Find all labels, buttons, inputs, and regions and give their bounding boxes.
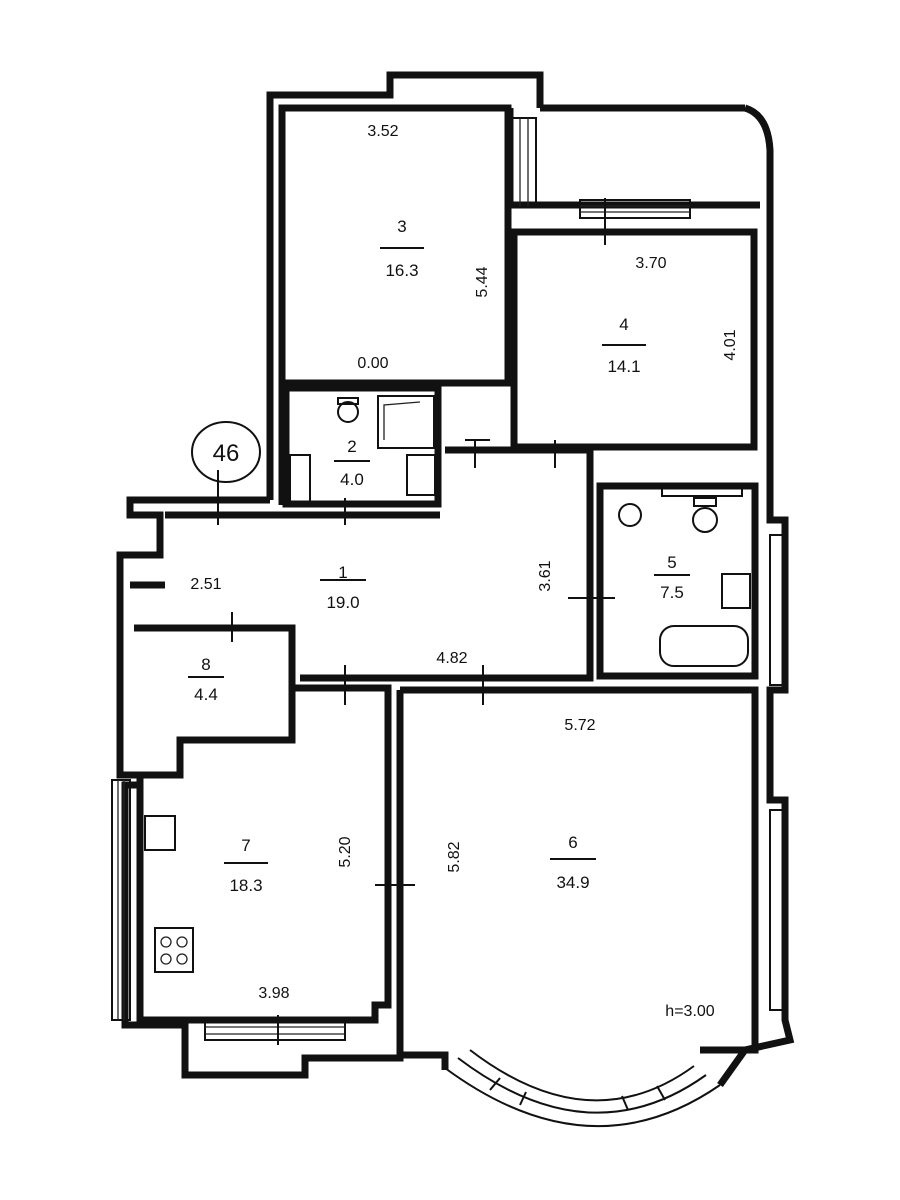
room-8-walls (134, 624, 296, 779)
room-6-number: 6 (568, 833, 577, 852)
room-2-walls (282, 384, 442, 508)
shower-icon (377, 395, 435, 449)
toilet-2-tank-icon (693, 497, 717, 507)
room-4-area: 14.1 (607, 357, 640, 376)
room-5-number: 5 (667, 553, 676, 572)
bidet-icon (618, 503, 642, 527)
room-5-label: 5 7.5 (654, 553, 690, 602)
room-7-area: 18.3 (229, 876, 262, 895)
room-1-walls (300, 446, 594, 682)
room-7-label: 7 18.3 (224, 836, 268, 895)
room-6-width: 5.72 (564, 717, 595, 734)
room-3-number: 3 (397, 217, 406, 236)
room-6-label: 6 34.9 (550, 833, 596, 892)
room-4-walls (510, 228, 758, 451)
room-1-left: 2.51 (190, 576, 221, 593)
washbasin-icon (721, 573, 751, 609)
room-3-width: 3.52 (367, 123, 398, 140)
room-3-bottom: 0.00 (357, 355, 388, 372)
room-8-area: 4.4 (194, 685, 218, 704)
room-4-width: 3.70 (635, 255, 666, 272)
room-7-length: 5.20 (337, 836, 354, 867)
boiler-icon (289, 454, 311, 504)
burner-icon (160, 953, 172, 965)
shower-tray-icon (383, 401, 421, 440)
room-6-length: 5.82 (446, 841, 463, 872)
room-3-length: 5.44 (474, 266, 491, 297)
unit-badge: 46 (191, 421, 261, 483)
room-3-label: 3 16.3 (380, 217, 424, 280)
room-6-walls (400, 686, 759, 1054)
room-8-label: 8 4.4 (188, 655, 224, 704)
bay-window (444, 1049, 721, 1128)
stove-icon (154, 927, 194, 973)
room-1-label: 1 19.0 (320, 563, 366, 612)
toilet-tank-icon (337, 397, 359, 405)
windows (111, 117, 785, 1041)
radiator-icon (661, 483, 743, 497)
room-1-bottom: 4.82 (436, 650, 467, 667)
room-8-number: 8 (201, 655, 210, 674)
bathtub-icon (659, 625, 749, 667)
toilet-2-icon (692, 507, 718, 533)
room-5-area: 7.5 (660, 583, 684, 602)
ceiling-height: h=3.00 (665, 1003, 714, 1020)
room-1-height: 3.61 (537, 560, 554, 591)
room-6-area: 34.9 (556, 873, 589, 892)
toilet-icon (337, 401, 359, 423)
room-4-length: 4.01 (722, 329, 739, 360)
room-7-width: 3.98 (258, 985, 289, 1002)
room-1-area: 19.0 (326, 593, 359, 612)
door-marks (217, 198, 615, 1045)
room-7-walls (136, 684, 392, 1024)
bathroom-fixtures (144, 395, 751, 973)
burner-icon (160, 936, 172, 948)
kitchen-sink-icon (144, 815, 176, 851)
burner-icon (176, 936, 188, 948)
room-4-label: 4 14.1 (602, 315, 646, 376)
room-3-area: 16.3 (385, 261, 418, 280)
room-1-number: 1 (338, 563, 347, 582)
burner-icon (176, 953, 188, 965)
unit-number: 46 (213, 440, 240, 467)
room-7-number: 7 (241, 836, 250, 855)
room-2-area: 4.0 (340, 470, 364, 489)
room-5-walls (596, 482, 759, 680)
unit-badge-circle (191, 421, 261, 483)
room-3-walls (278, 104, 512, 387)
sink-icon (406, 454, 436, 496)
room-4-number: 4 (619, 315, 628, 334)
room-2-label: 2 4.0 (334, 437, 370, 489)
interior-walls (130, 104, 759, 1055)
dimension-labels: 3.52 5.44 0.00 3.70 4.01 2.51 3.61 4.82 … (190, 123, 739, 1020)
room-2-number: 2 (347, 437, 356, 456)
